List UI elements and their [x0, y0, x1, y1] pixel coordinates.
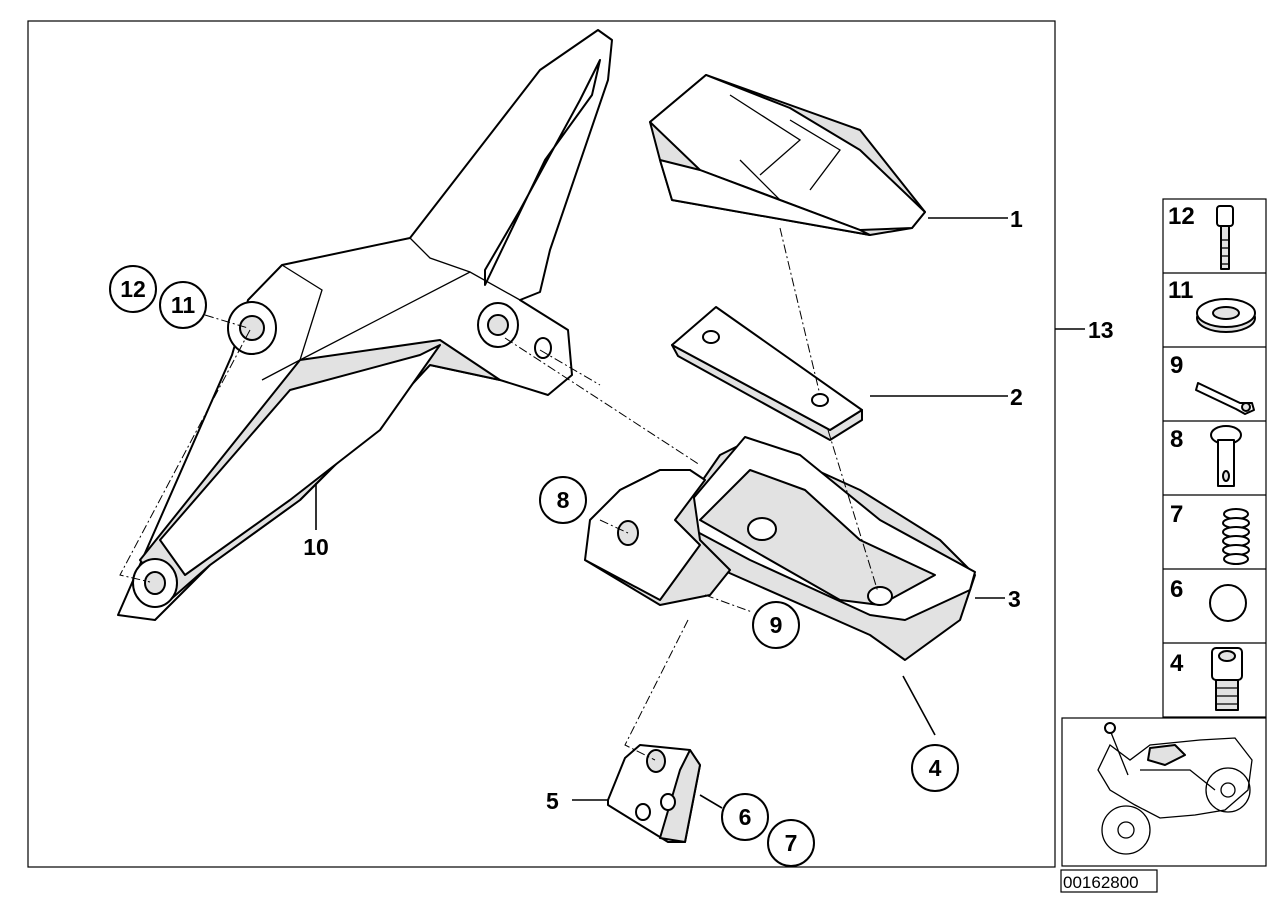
shoulder-screw-icon [1211, 647, 1243, 711]
overview-panel [1061, 717, 1267, 867]
washer-icon [1196, 298, 1256, 333]
callout-8: 8 [539, 476, 587, 524]
callout-9: 9 [752, 601, 800, 649]
callout-2: 2 [1010, 384, 1023, 410]
part-5-plate [607, 744, 701, 843]
callout-4: 4 [911, 744, 959, 792]
svg-text:9: 9 [770, 612, 783, 638]
thumb-12: 12 [1168, 203, 1234, 270]
split-pin-icon [1195, 382, 1255, 415]
svg-text:8: 8 [557, 487, 570, 513]
callout-7: 7 [767, 819, 815, 867]
svg-text:11: 11 [1168, 277, 1193, 304]
svg-text:6: 6 [739, 804, 752, 830]
svg-text:8: 8 [1170, 426, 1183, 453]
callout-11: 11 [159, 281, 207, 329]
svg-text:10: 10 [303, 534, 329, 560]
svg-text:7: 7 [1170, 501, 1183, 528]
thumb-6: 6 [1170, 576, 1247, 622]
callout-12: 12 [109, 265, 157, 313]
svg-text:12: 12 [120, 276, 146, 302]
parts-thumbnail-column: 12 11 9 [1162, 198, 1267, 718]
svg-text:12: 12 [1168, 203, 1195, 230]
bolt-hex-socket-icon [1216, 205, 1234, 270]
part-2-plate [671, 306, 863, 441]
svg-text:2: 2 [1010, 384, 1023, 410]
svg-text:3: 3 [1008, 586, 1021, 612]
part-3-footrest [674, 436, 976, 661]
thumb-11: 11 [1168, 277, 1256, 333]
assembly-lines [119, 227, 879, 761]
callout-5: 5 [546, 788, 559, 814]
part-10-bracket [117, 29, 613, 621]
svg-text:5: 5 [546, 788, 559, 814]
motorcycle-icon [1097, 722, 1253, 855]
svg-text:6: 6 [1170, 576, 1183, 603]
thumb-7: 7 [1170, 501, 1250, 565]
svg-text:7: 7 [785, 830, 798, 856]
svg-text:4: 4 [929, 755, 942, 781]
svg-text:00162800: 00162800 [1063, 873, 1139, 892]
callout-13: 13 [1088, 317, 1114, 343]
svg-text:4: 4 [1170, 650, 1184, 677]
svg-text:9: 9 [1170, 352, 1183, 379]
callout-1: 1 [1010, 206, 1023, 232]
part-1-rubber-pad [649, 74, 926, 236]
main-frame [27, 20, 1056, 868]
svg-text:13: 13 [1088, 317, 1114, 343]
callout-3: 3 [1008, 586, 1021, 612]
pin-icon [1210, 425, 1242, 487]
thumb-4: 4 [1170, 647, 1243, 711]
drawing-number: 00162800 [1060, 869, 1158, 893]
thumb-8: 8 [1170, 425, 1242, 487]
callout-10: 10 [303, 534, 329, 560]
callout-6: 6 [721, 793, 769, 841]
spring-icon [1222, 508, 1250, 565]
leader-lines [315, 217, 1085, 809]
svg-text:11: 11 [171, 292, 196, 318]
thumb-9: 9 [1170, 352, 1255, 415]
ball-icon [1209, 584, 1247, 622]
svg-text:1: 1 [1010, 206, 1023, 232]
